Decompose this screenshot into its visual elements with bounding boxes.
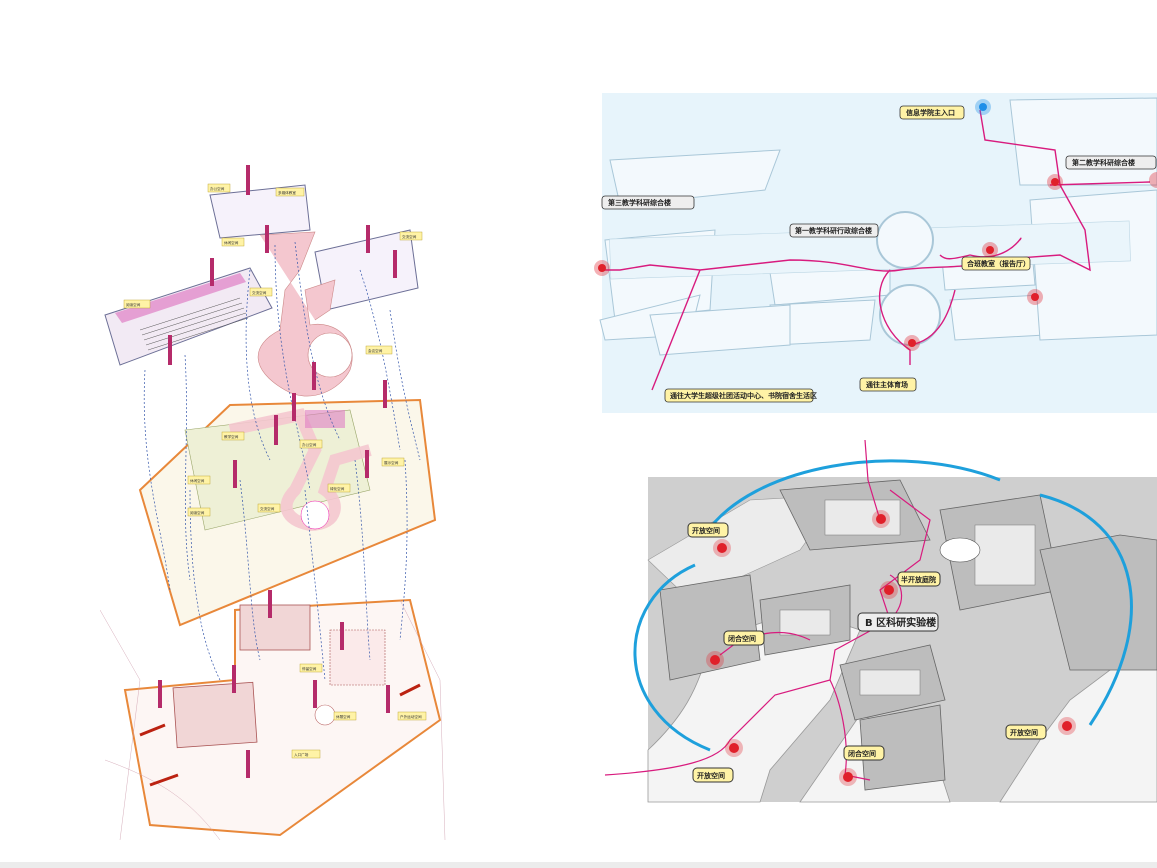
label-7: 会议空间	[365, 345, 393, 355]
axon-svg: 办公空间 多媒体教室 休闲空间 交流空间 阅读空间 交流空间 会议空间 教学空间…	[99, 165, 446, 841]
svg-text:展示空间: 展示空间	[384, 460, 399, 465]
label-closed-space-left: 闭合空间	[723, 630, 765, 646]
label-4: 交流空间	[249, 287, 273, 297]
middle-floor	[138, 398, 437, 627]
exploded-axonometric-diagram: 办公空间 多媒体教室 休闲空间 交流空间 阅读空间 交流空间 会议空间 教学空间…	[99, 160, 450, 841]
svg-text:第二教学科研综合楼: 第二教学科研综合楼	[1072, 158, 1135, 167]
label-open-space-tl: 开放空间	[687, 522, 729, 538]
svg-text:交流空间: 交流空间	[260, 506, 275, 511]
label-13: 阅读空间	[187, 507, 211, 517]
label-building-3: 第三教学科研综合楼	[601, 195, 695, 210]
svg-text:交流空间: 交流空间	[252, 290, 267, 295]
svg-text:户外运动空间: 户外运动空间	[400, 714, 422, 719]
svg-text:会议空间: 会议空间	[368, 348, 383, 353]
svg-text:第一教学科研行政综合楼: 第一教学科研行政综合楼	[795, 226, 872, 235]
top-right-svg: 信息学院主入口 第二教学科研综合楼 第三教学科研综合楼 第一教学科研行政综合楼 …	[594, 93, 1157, 413]
svg-text:入口广场: 入口广场	[294, 752, 309, 757]
svg-text:办公空间: 办公空间	[210, 186, 225, 191]
label-student-center: 通往大学生超级社团活动中心、书院宿舍生活区	[664, 388, 817, 403]
label-semi-open: 半开放庭院	[897, 571, 941, 587]
label-closed-space-bottom: 闭合空间	[843, 745, 885, 761]
svg-text:闭合空间: 闭合空间	[728, 634, 756, 643]
svg-text:开放空间: 开放空间	[697, 771, 725, 780]
label-building-2: 第二教学科研综合楼	[1065, 155, 1157, 170]
label-2: 多媒体教室	[275, 187, 305, 197]
circulation-arrows	[633, 459, 1133, 752]
label-open-space-bottom: 开放空间	[692, 767, 734, 783]
label-11: 展示空间	[381, 457, 405, 467]
label-building-title: B 区科研实验楼	[857, 612, 939, 632]
label-5: 阅读空间	[123, 299, 151, 309]
label-plaza: 通往主体育场	[859, 377, 917, 392]
label-12: 交流空间	[257, 503, 281, 513]
label-17: 户外运动空间	[397, 711, 427, 721]
svg-text:第三教学科研综合楼: 第三教学科研综合楼	[608, 198, 671, 207]
label-building-1: 第一教学科研行政综合楼	[789, 223, 879, 238]
label-16: 休憩空间	[333, 711, 357, 721]
svg-text:休闲空间: 休闲空间	[224, 240, 239, 245]
svg-text:合班教室（报告厅）: 合班教室（报告厅）	[966, 259, 1030, 268]
svg-text:闭合空间: 闭合空间	[848, 749, 876, 758]
label-main-entrance: 信息学院主入口	[899, 105, 965, 120]
space-labels: 办公空间 多媒体教室 休闲空间 交流空间 阅读空间 交流空间 会议空间 教学空间…	[123, 183, 427, 759]
svg-text:通往大学生超级社团活动中心、书院宿舍生活区: 通往大学生超级社团活动中心、书院宿舍生活区	[670, 391, 817, 400]
label-3: 休闲空间	[221, 237, 245, 247]
ground-floor	[99, 598, 446, 841]
label-1: 办公空间	[207, 183, 231, 193]
svg-text:休憩空间: 休憩空间	[336, 714, 351, 719]
svg-text:B 区科研实验楼: B 区科研实验楼	[865, 616, 936, 629]
svg-text:多媒体教室: 多媒体教室	[278, 190, 296, 195]
svg-text:开放空间: 开放空间	[692, 526, 720, 535]
svg-text:半开放庭院: 半开放庭院	[901, 575, 936, 584]
svg-text:开放空间: 开放空间	[1010, 728, 1038, 737]
svg-text:停留空间: 停留空间	[302, 666, 317, 671]
svg-text:办公空间: 办公空间	[302, 442, 317, 447]
label-10: 办公空间	[299, 439, 323, 449]
svg-text:交流空间: 交流空间	[402, 234, 417, 239]
svg-text:教学空间: 教学空间	[224, 434, 239, 439]
footer-strip	[0, 862, 1157, 868]
svg-text:休闲空间: 休闲空间	[190, 478, 205, 483]
entrance-marker	[975, 99, 991, 115]
bottom-right-svg: 开放空间 半开放庭院 B 区科研实验楼 闭合空间 闭合空间 开放空间 开放空间	[604, 439, 1157, 803]
label-8: 教学空间	[221, 431, 245, 441]
label-18: 入口广场	[291, 749, 321, 759]
label-15: 停留空间	[299, 663, 323, 673]
svg-text:信息学院主入口: 信息学院主入口	[906, 108, 955, 117]
space-diagram-bottom: 开放空间 半开放庭院 B 区科研实验楼 闭合空间 闭合空间 开放空间 开放空间	[600, 439, 1157, 805]
svg-text:阅读空间: 阅读空间	[190, 510, 205, 515]
svg-text:绿化空间: 绿化空间	[330, 486, 345, 491]
svg-text:通往主体育场: 通往主体育场	[866, 380, 908, 389]
circulation-diagram-top: 信息学院主入口 第二教学科研综合楼 第三教学科研综合楼 第一教学科研行政综合楼 …	[590, 90, 1157, 415]
label-open-space-right: 开放空间	[1005, 724, 1047, 740]
circulation-paths	[602, 109, 1151, 391]
svg-text:阅读空间: 阅读空间	[126, 302, 141, 307]
label-14: 绿化空间	[327, 483, 351, 493]
vertical-connectors	[143, 241, 421, 681]
red-markers	[706, 510, 1076, 786]
label-6: 交流空间	[399, 231, 423, 241]
label-9: 休闲空间	[187, 475, 211, 485]
red-markers	[594, 172, 1157, 351]
vertical-markers	[158, 165, 397, 778]
label-lecture-hall: 合班教室（报告厅）	[961, 256, 1031, 271]
